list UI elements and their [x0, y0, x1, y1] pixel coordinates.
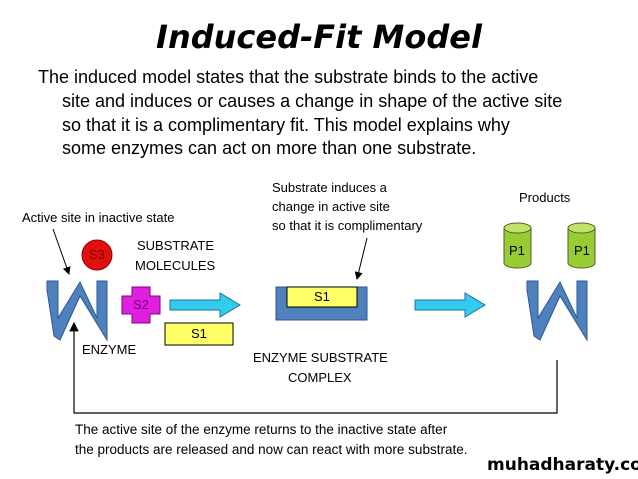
paragraph-line: some enzymes can act on more than one su… [62, 138, 477, 158]
induces-pointer [354, 237, 368, 280]
substrate-label: SUBSTRATE [137, 238, 215, 253]
arrow-right-2 [414, 292, 486, 318]
induces-label: so that it is complimentary [272, 218, 423, 233]
paragraph-line: The induced model states that the substr… [38, 67, 539, 87]
return-arrow [69, 321, 558, 414]
products-label: Products [519, 190, 571, 205]
substrate-s1 [164, 322, 234, 346]
p1-label: P1 [509, 243, 525, 258]
s2-label: S2 [133, 297, 149, 312]
product-p1-right [567, 222, 596, 269]
bound-s1-label: S1 [314, 289, 330, 304]
bound-s1 [286, 286, 358, 308]
arrow-right-1 [169, 292, 241, 318]
product-p1-left [503, 222, 532, 269]
active-site-label: Active site in inactive state [22, 210, 175, 225]
watermark: muhadharaty.com [487, 455, 638, 475]
active-site-pointer [52, 228, 71, 275]
induces-label: change in active site [272, 199, 390, 214]
induces-label: Substrate induces a [272, 180, 387, 195]
paragraph-line: so that it is a complimentary fit. This … [62, 115, 510, 135]
enzyme-label: ENZYME [82, 342, 137, 357]
complex-label: COMPLEX [288, 370, 352, 385]
p1-label: P1 [574, 243, 590, 258]
slide-title: Induced-Fit Model [156, 18, 482, 56]
substrate-s2 [121, 286, 161, 324]
complex-label: ENZYME SUBSTRATE [253, 350, 388, 365]
enzyme-inactive [46, 280, 108, 342]
bottom-text: The active site of the enzyme returns to… [75, 422, 448, 437]
s1-label: S1 [191, 326, 207, 341]
paragraph-line: site and induces or causes a change in s… [62, 91, 563, 111]
substrate-s3 [81, 239, 113, 271]
s3-label: S3 [89, 247, 105, 262]
substrate-label: MOLECULES [135, 258, 216, 273]
bottom-text: the products are released and now can re… [75, 442, 468, 457]
enzyme-released [526, 280, 588, 342]
